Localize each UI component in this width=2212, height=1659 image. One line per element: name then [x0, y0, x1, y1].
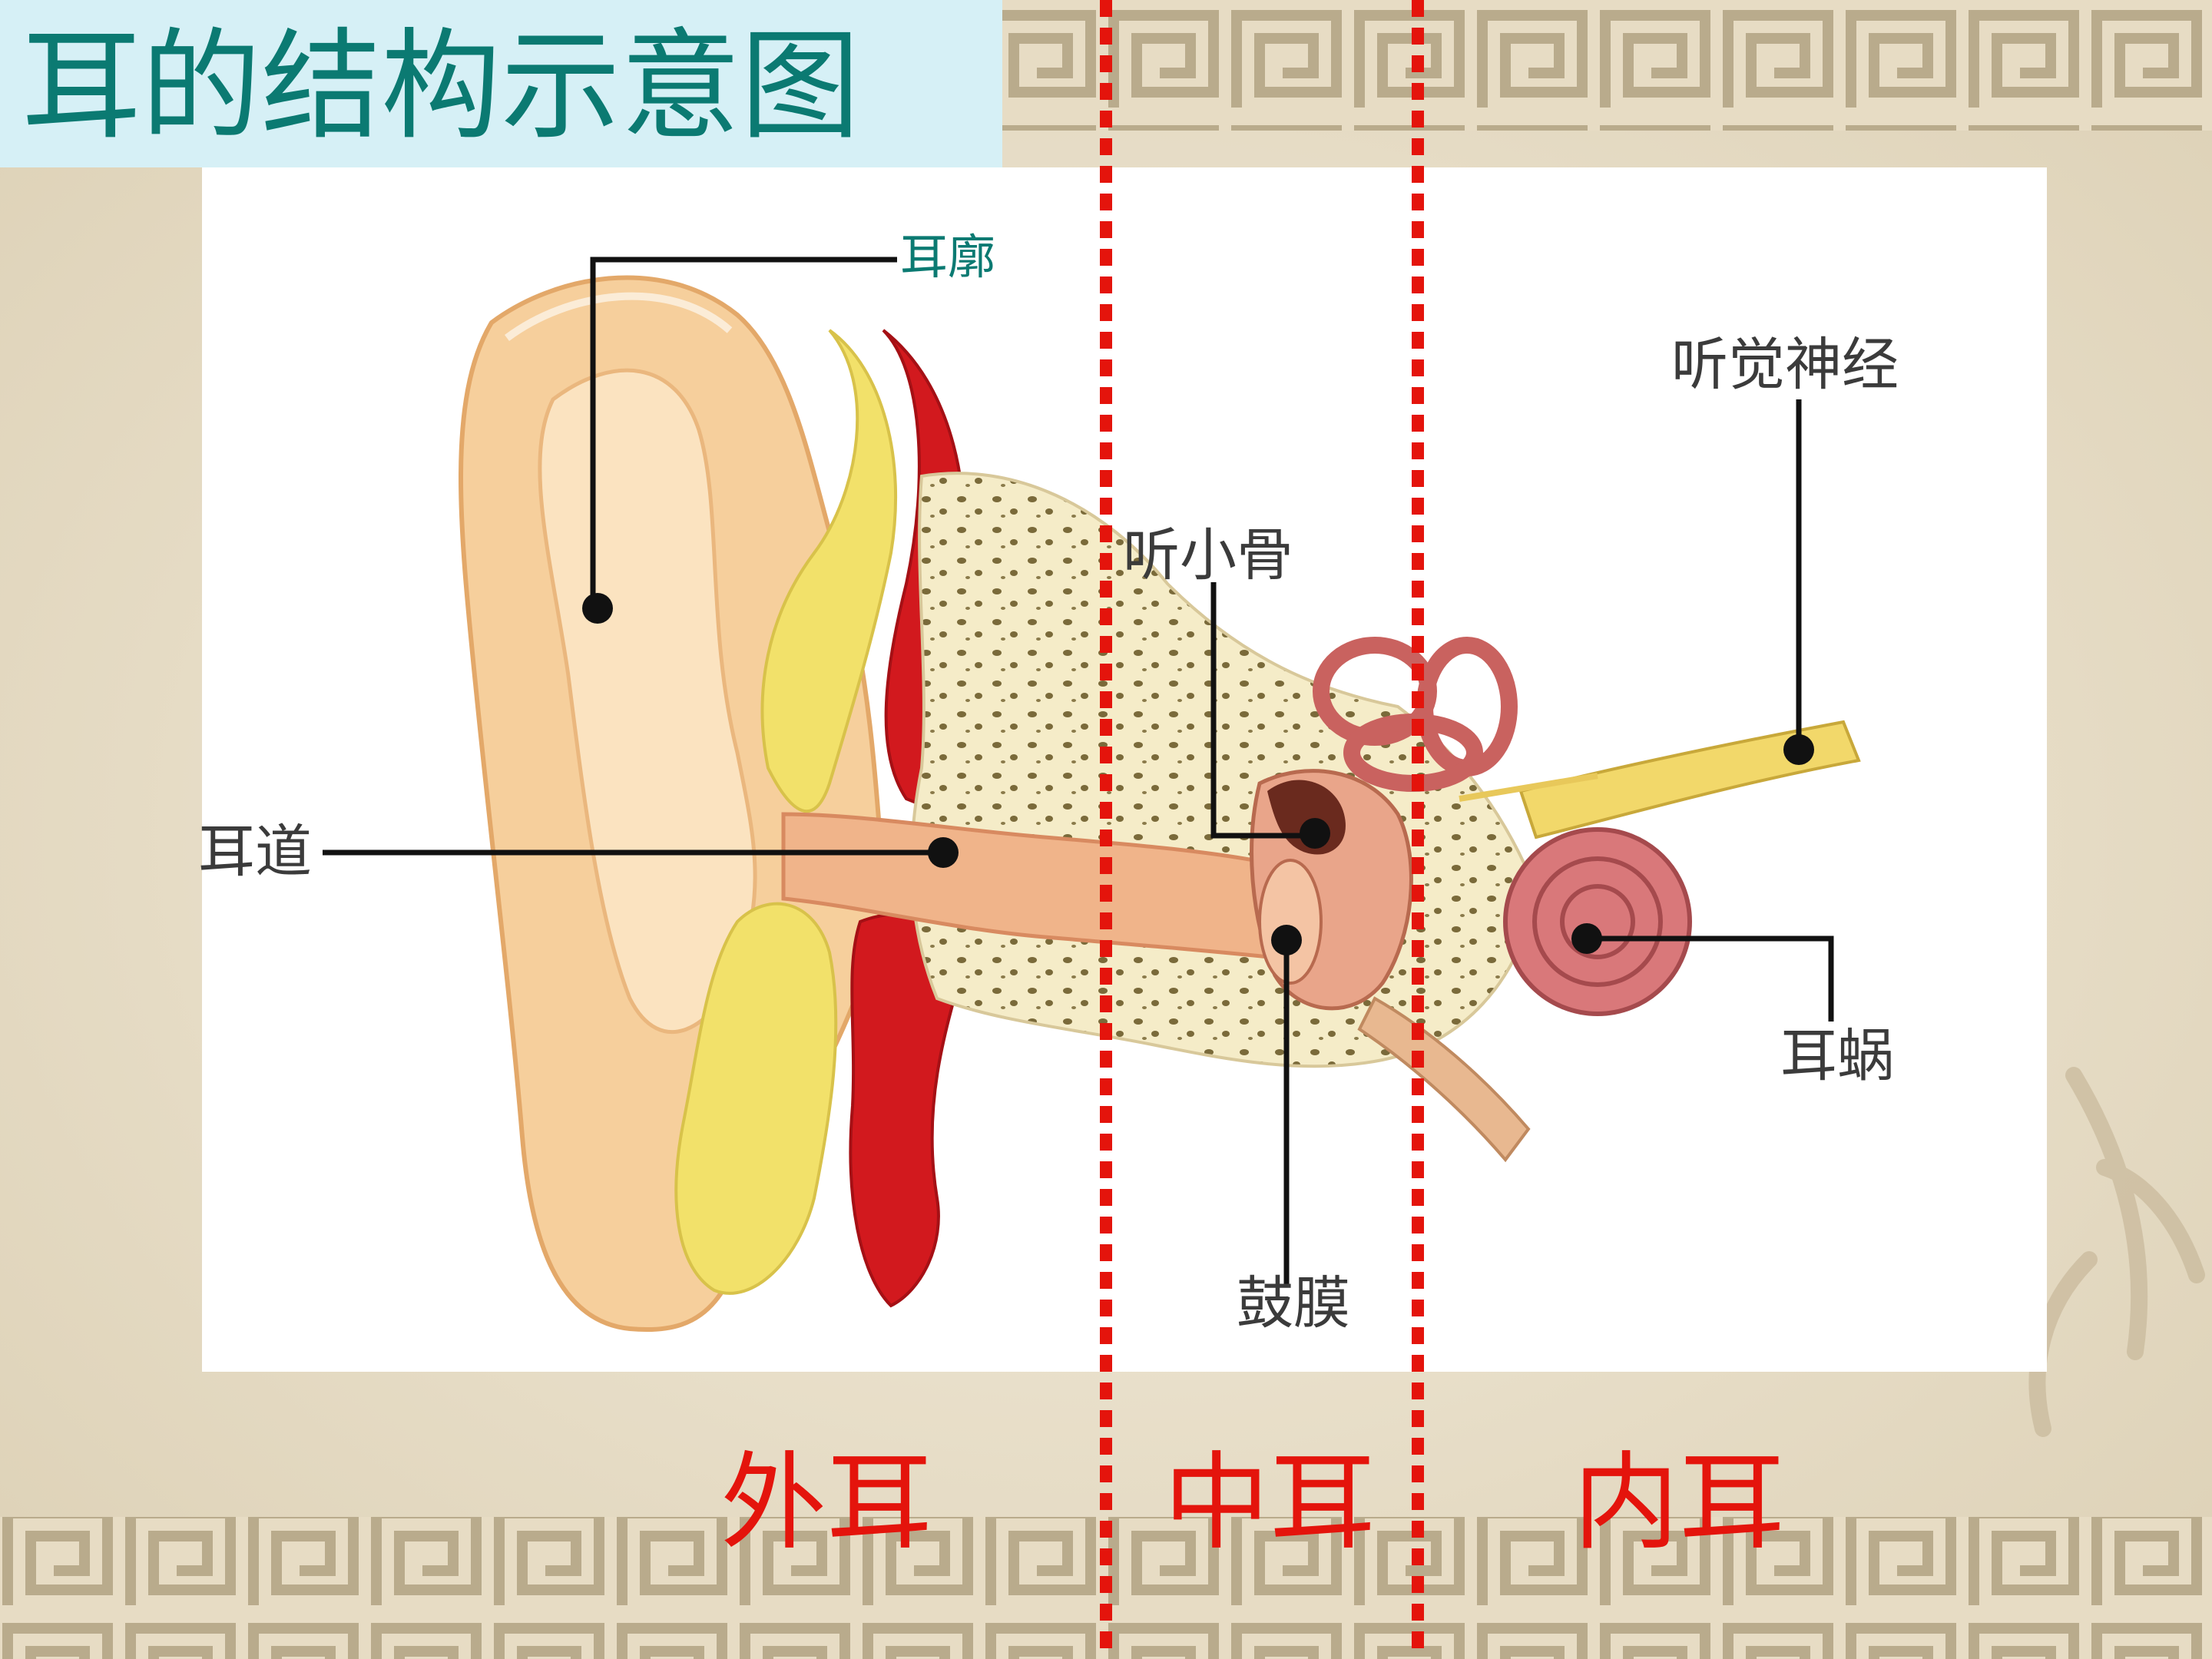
label-ear-canal: 耳道: [198, 819, 312, 885]
section-middle-ear: 中耳: [1164, 1441, 1376, 1565]
leader-dots: [582, 593, 1814, 955]
top-border-band: [1002, 0, 2212, 131]
eardrum-shape: [1258, 859, 1323, 985]
fat-tissue-upper: [760, 329, 898, 813]
slide-title: 耳的结构示意图: [22, 16, 860, 156]
label-cochlea: 耳蜗: [1780, 1023, 1894, 1089]
auricle-rim-highlight: [505, 292, 733, 342]
title-banner: 耳的结构示意图: [0, 0, 1002, 167]
label-eardrum: 鼓膜: [1237, 1270, 1350, 1336]
fat-tissue-lower: [674, 902, 838, 1295]
label-auditory-ossicles: 听小骨: [1123, 522, 1293, 588]
auditory-nerve-shape: [1518, 720, 1861, 839]
eustachian-tube: [1357, 996, 1531, 1163]
section-outer-ear: 外耳: [720, 1441, 933, 1565]
section-inner-ear: 内耳: [1573, 1441, 1786, 1565]
label-auricle: 耳廓: [900, 229, 996, 285]
leader-lines: [323, 257, 1834, 1284]
label-auditory-nerve: 听觉神经: [1671, 332, 1899, 398]
